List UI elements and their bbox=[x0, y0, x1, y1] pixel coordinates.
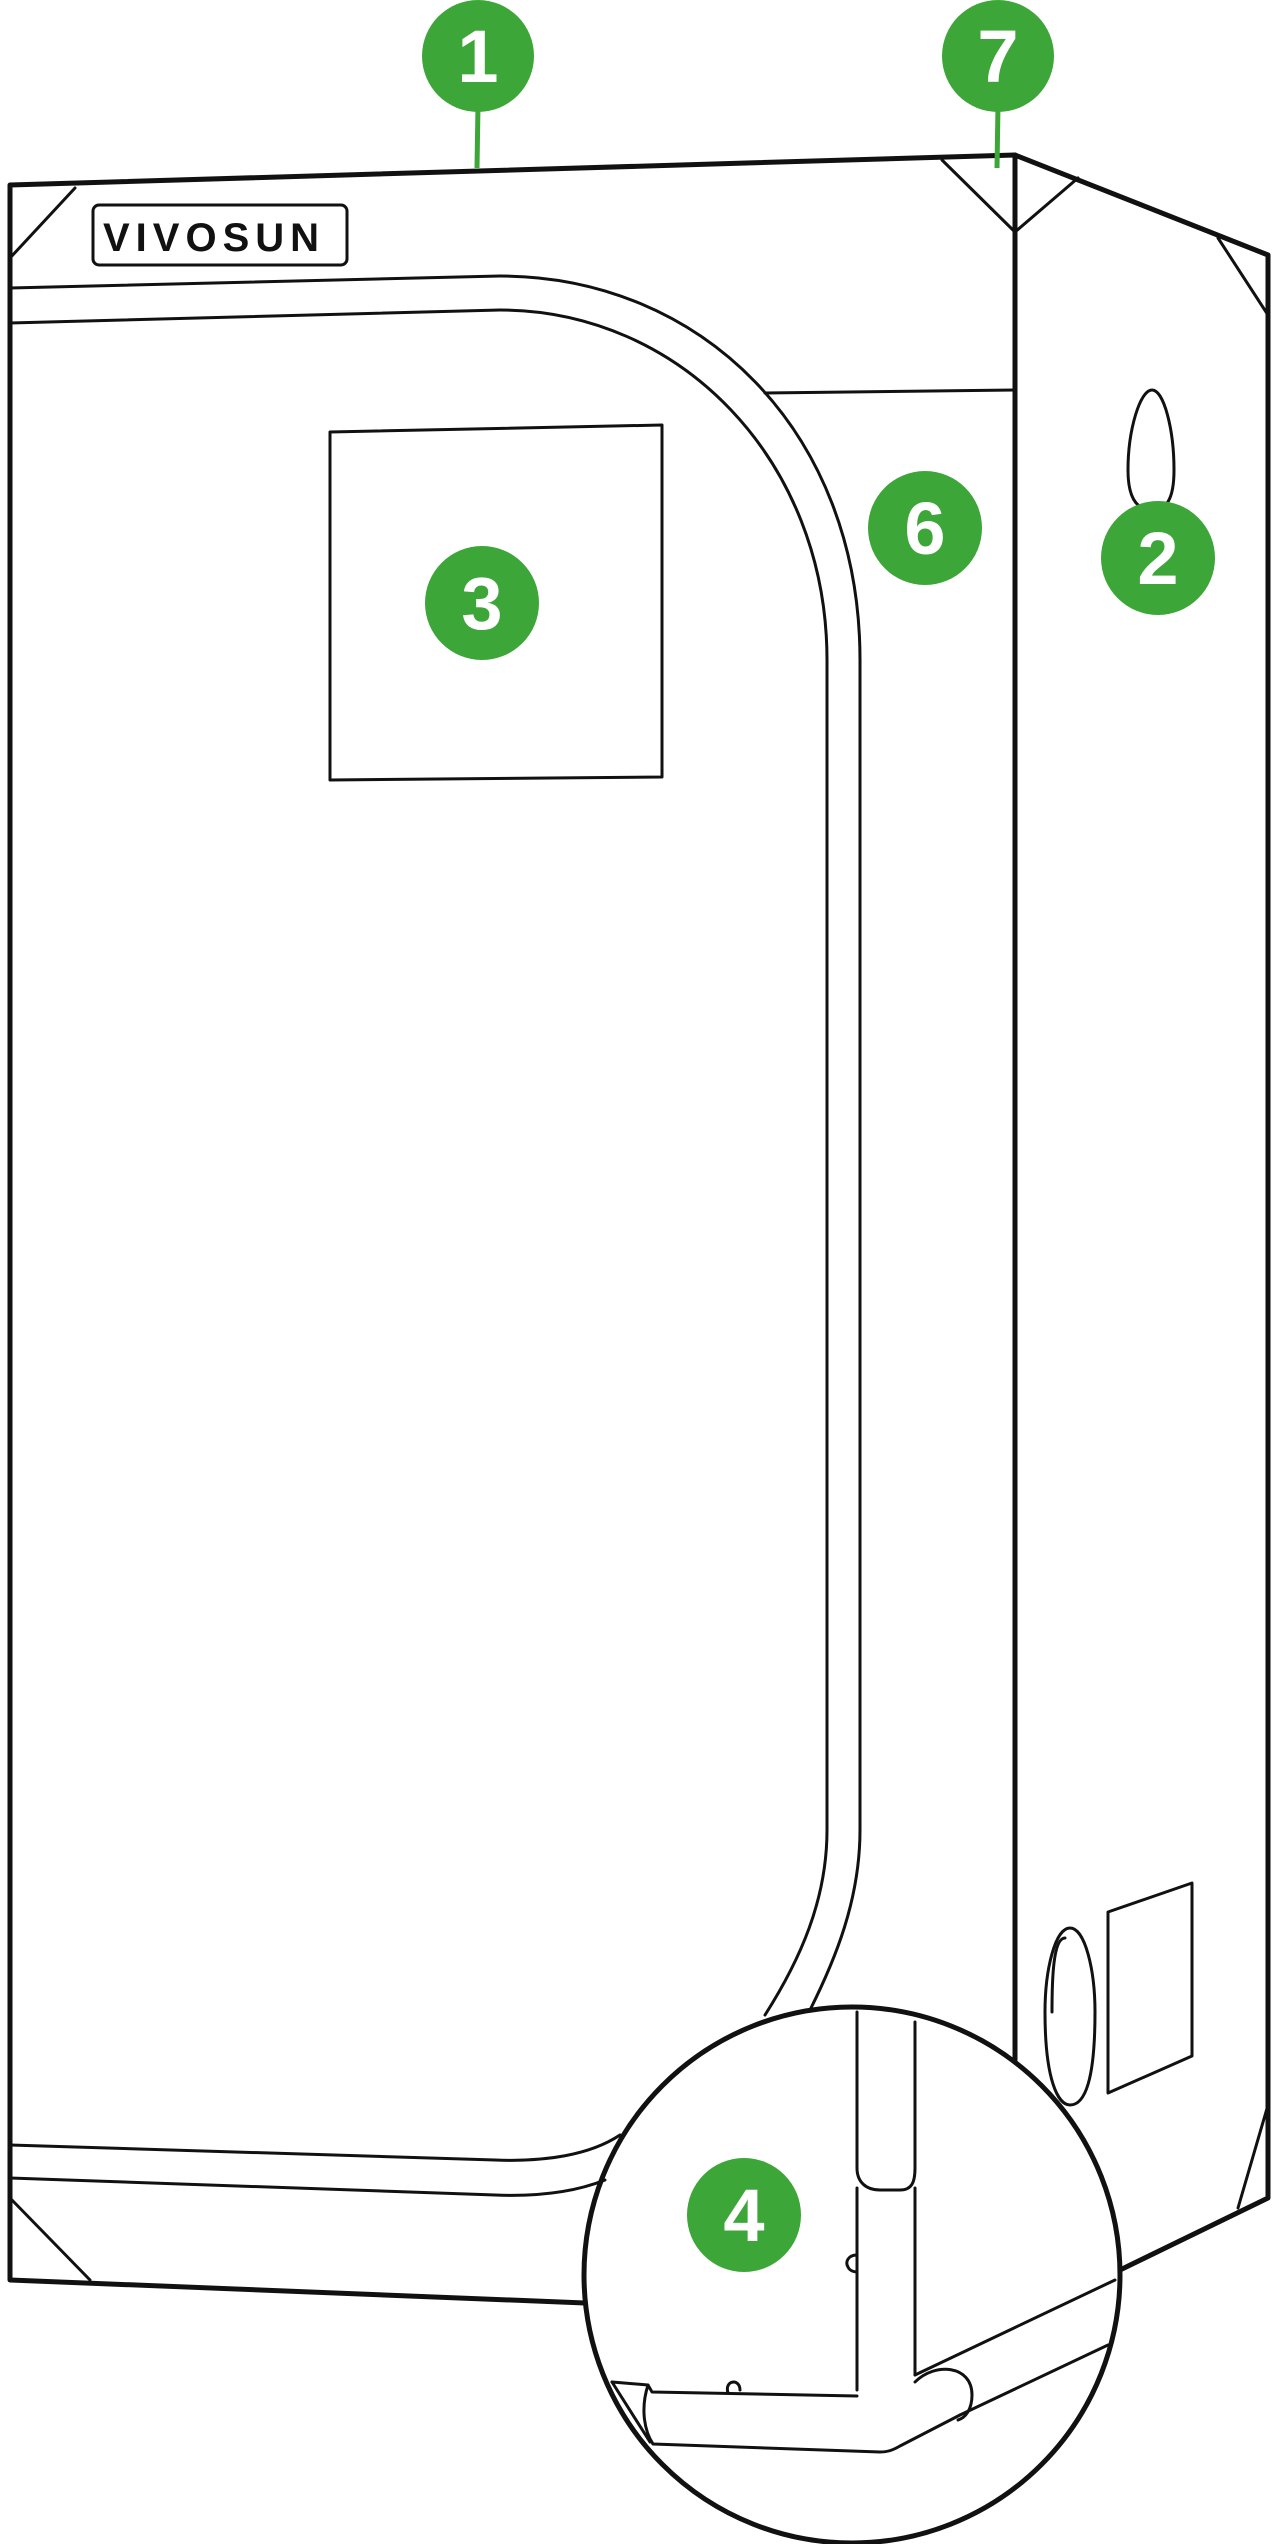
observation-window bbox=[328, 423, 664, 782]
callout-6: 6 bbox=[868, 471, 982, 585]
vent-port-upper bbox=[1126, 388, 1176, 512]
door-zipper bbox=[493, 274, 862, 2197]
vivosun-logo: VIVOSUN bbox=[91, 203, 349, 267]
side-vent-window bbox=[1106, 1881, 1194, 2095]
callout-6-label: 6 bbox=[904, 487, 945, 570]
callout-1-label: 1 bbox=[457, 15, 498, 98]
callout-1: 1 bbox=[422, 0, 534, 112]
leader-7 bbox=[994, 104, 1001, 169]
callout-2: 2 bbox=[1101, 501, 1215, 615]
callout-3: 3 bbox=[425, 546, 539, 660]
vent-port-lower bbox=[1043, 1926, 1097, 2107]
callout-2-label: 2 bbox=[1137, 517, 1178, 600]
callout-4: 4 bbox=[687, 2158, 801, 2272]
callout-7-label: 7 bbox=[977, 15, 1018, 98]
callout-leaders bbox=[474, 104, 1001, 169]
logo-text: VIVOSUN bbox=[103, 216, 325, 260]
tent-front-panel bbox=[7, 152, 1018, 2306]
corner-detail-magnifier bbox=[581, 2004, 1123, 2544]
callout-3-label: 3 bbox=[461, 562, 502, 645]
callout-4-label: 4 bbox=[723, 2174, 764, 2257]
callout-7: 7 bbox=[942, 0, 1054, 112]
leader-1 bbox=[474, 104, 481, 169]
tent-side-panel bbox=[1012, 152, 1271, 2273]
